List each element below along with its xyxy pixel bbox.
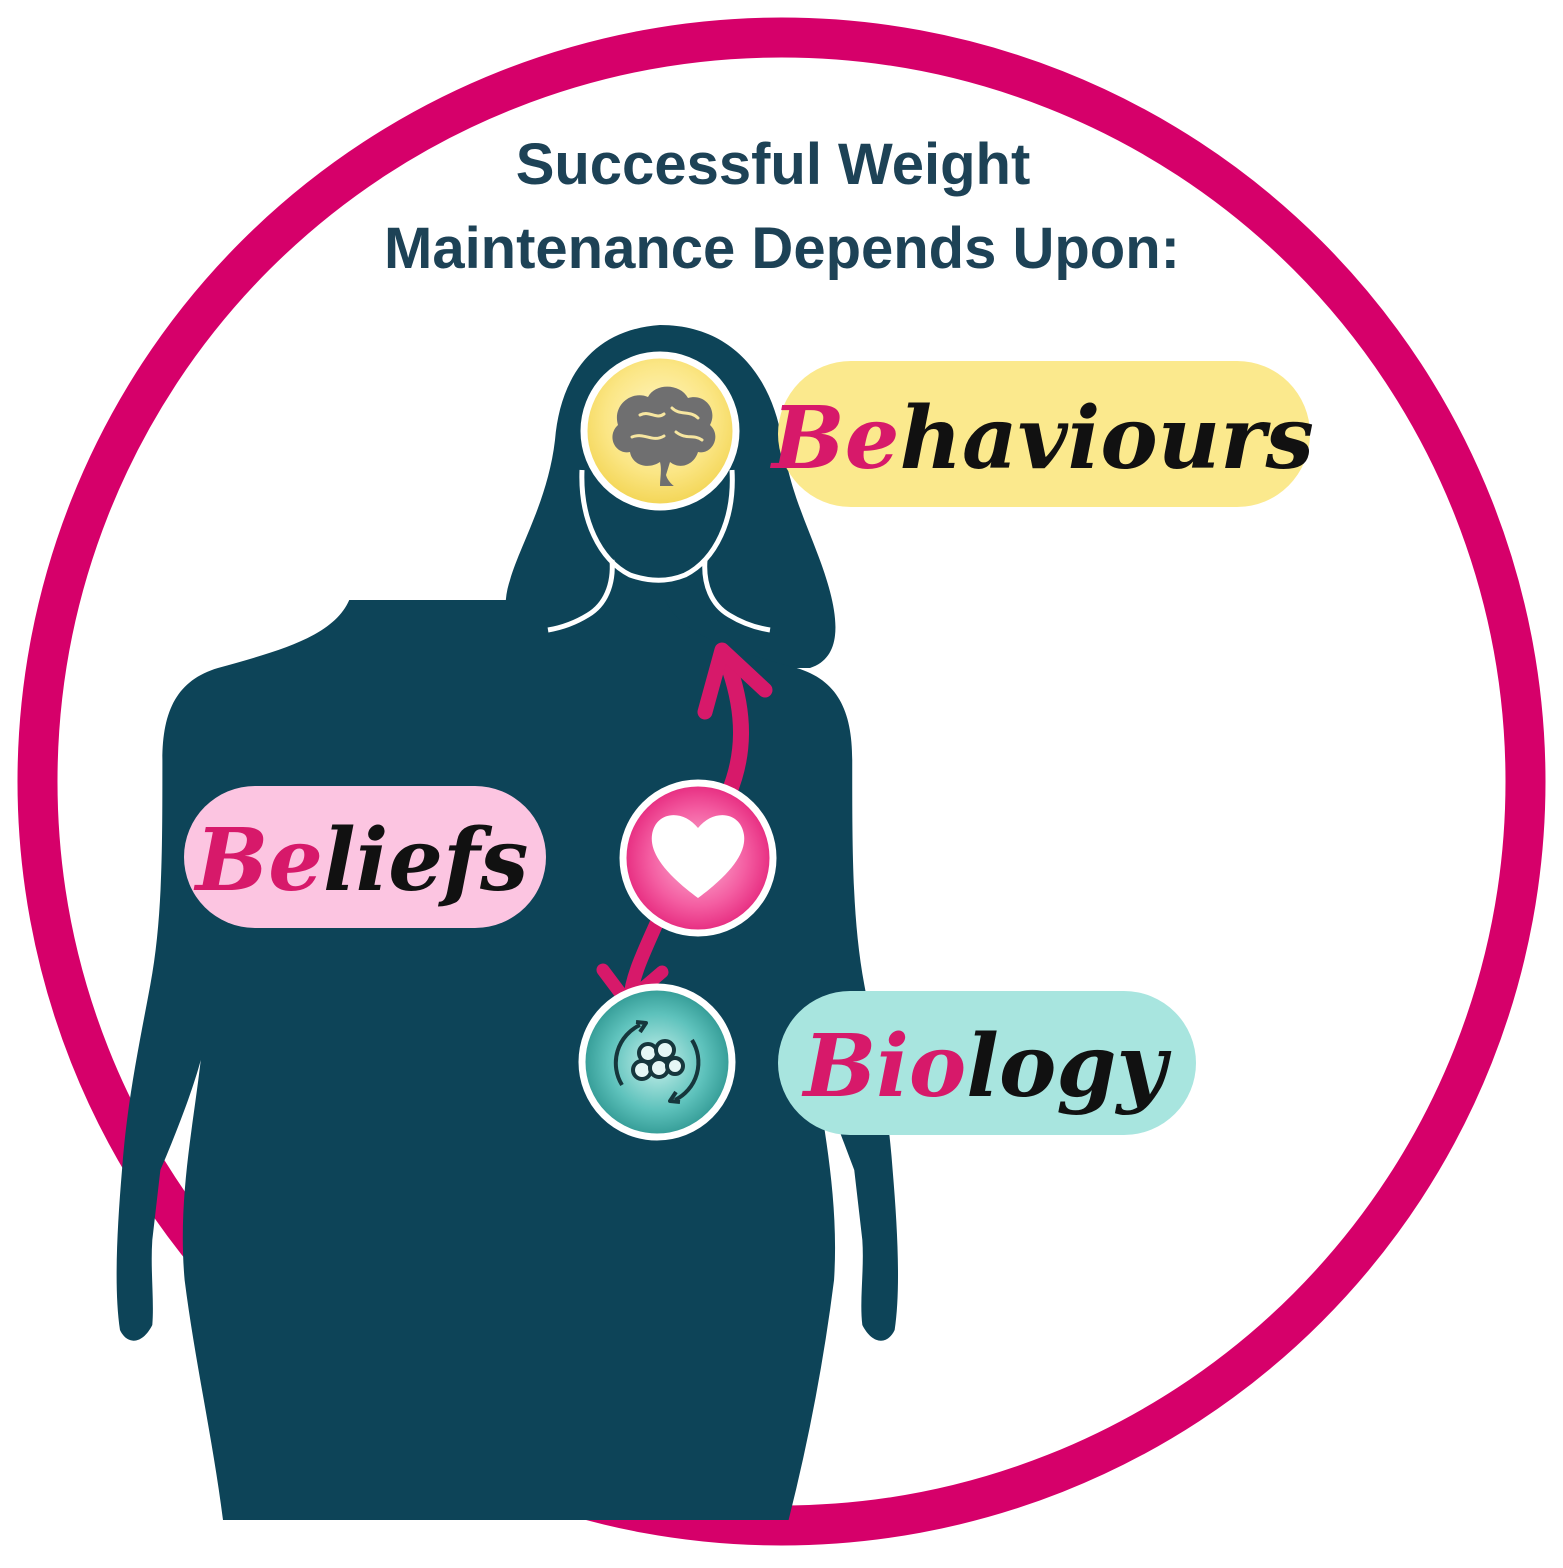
arrow-heart-to-head	[720, 662, 749, 803]
biology-label: Biology	[778, 991, 1196, 1135]
beliefs-label: Beliefs	[184, 786, 546, 928]
beliefs-icon-group	[619, 779, 777, 937]
title-line-1: Successful Weight	[516, 132, 1031, 197]
svg-text:Beliefs: Beliefs	[193, 810, 529, 911]
neck-outline-right	[702, 559, 771, 633]
biology-rest: logy	[966, 1016, 1171, 1117]
beliefs-accent: Be	[193, 810, 323, 911]
biology-icon-group	[578, 983, 736, 1141]
behaviours-label: Behaviours	[769, 361, 1314, 507]
svg-text:Behaviours: Behaviours	[769, 388, 1314, 489]
behaviours-rest: haviours	[899, 388, 1314, 489]
behaviours-icon-group	[580, 351, 740, 511]
beliefs-rest: liefs	[323, 810, 528, 911]
neck-outline-left	[547, 559, 615, 633]
biology-accent: Bio	[801, 1016, 967, 1117]
title-line-2: Maintenance Depends Upon:	[384, 216, 1180, 281]
heart-icon	[651, 815, 745, 898]
behaviours-accent: Be	[769, 388, 899, 489]
cell-cycle-icon	[613, 1020, 701, 1104]
face-outline	[579, 469, 735, 583]
brain-icon	[612, 386, 716, 486]
arrow-head-up-tip	[697, 642, 773, 720]
svg-text:Biology: Biology	[801, 1016, 1172, 1117]
